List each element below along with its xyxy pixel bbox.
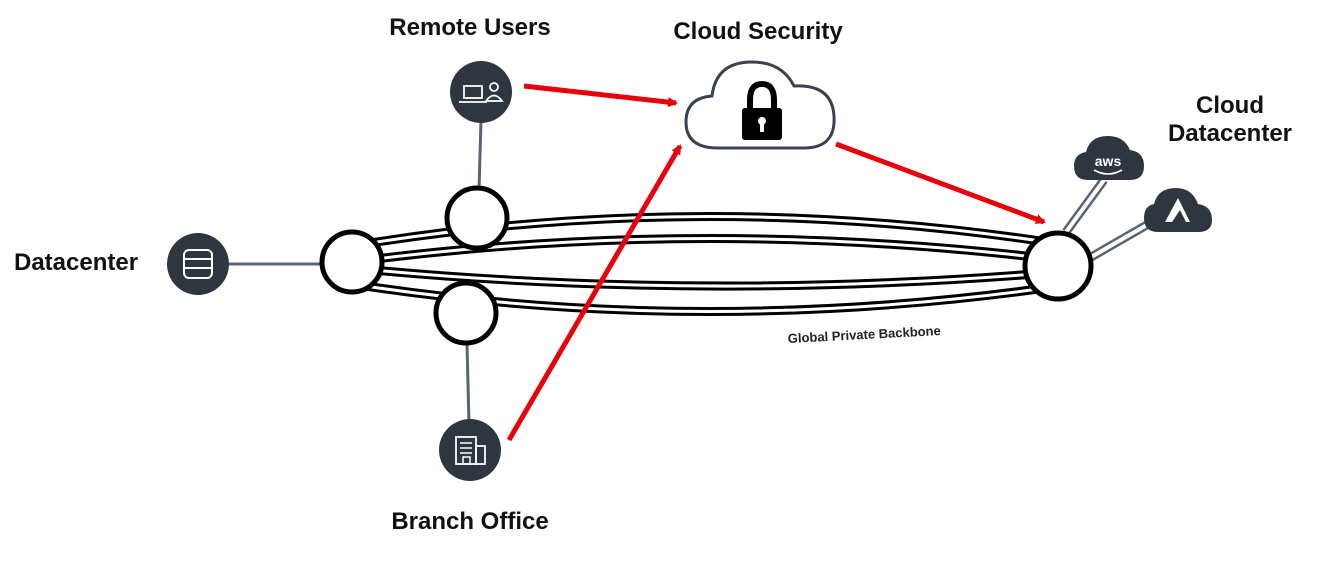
remote-users-label: Remote Users <box>389 14 551 41</box>
azure-cloud-icon <box>1144 188 1212 232</box>
arrow-remote-to-cloud-security <box>523 83 678 108</box>
backbone-nodes <box>319 185 1094 346</box>
arrow-branch-to-cloud-security <box>506 144 683 442</box>
connector-lines <box>226 119 1155 425</box>
connector-aws <box>1062 177 1108 235</box>
building-icon <box>439 419 501 481</box>
branch-office-label: Branch Office <box>391 508 549 535</box>
node-remote-users-pop <box>444 185 510 251</box>
node-branch-office-pop <box>433 280 499 346</box>
connector-remote-users <box>477 119 483 191</box>
traffic-arrows <box>506 83 1046 442</box>
aws-cloud-icon: aws <box>1074 136 1144 180</box>
database-icon <box>167 233 229 295</box>
cloud-security-label: Cloud Security <box>673 18 843 45</box>
aws-text: aws <box>1095 153 1122 169</box>
node-cloud-datacenter-pop <box>1022 230 1094 302</box>
connector-azure <box>1083 218 1155 264</box>
backbone-label: Global Private Backbone <box>787 323 941 346</box>
node-datacenter-pop <box>319 229 385 295</box>
datacenter-label: Datacenter <box>14 249 139 276</box>
laptop-user-icon <box>450 61 512 123</box>
cloud-lock-icon <box>684 60 836 150</box>
arrow-cloud-security-to-cloud-datacenter <box>835 141 1046 225</box>
cloud-datacenter-label: Cloud Datacenter <box>1167 92 1293 147</box>
connector-branch-office <box>465 343 471 425</box>
